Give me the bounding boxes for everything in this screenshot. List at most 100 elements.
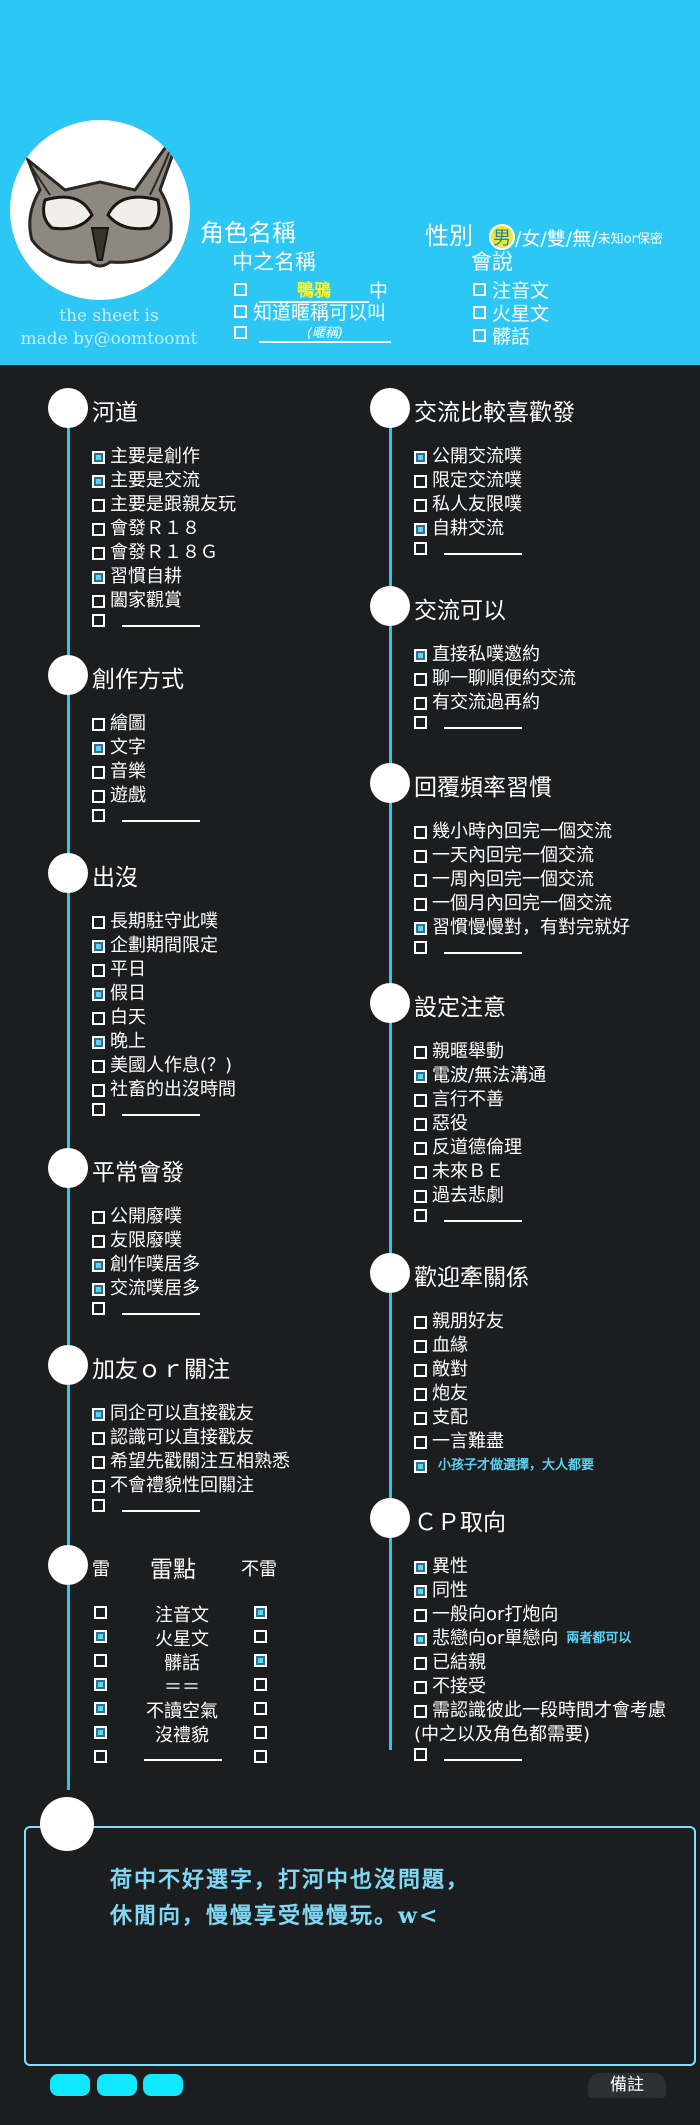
blank-line[interactable]: [444, 1208, 522, 1222]
checkbox[interactable]: [414, 1680, 427, 1694]
blank-line[interactable]: [122, 1498, 200, 1512]
gender-option-male[interactable]: 男: [489, 224, 515, 250]
checkbox[interactable]: [254, 1678, 267, 1691]
checkbox[interactable]: [414, 1584, 427, 1598]
checkbox[interactable]: [92, 1282, 105, 1296]
checkbox[interactable]: [414, 696, 427, 710]
checkbox[interactable]: [254, 1654, 267, 1667]
checkbox[interactable]: [92, 987, 105, 1001]
checkbox[interactable]: [473, 306, 486, 319]
checkbox[interactable]: [92, 1102, 105, 1116]
checkbox[interactable]: [254, 1606, 267, 1619]
checkbox[interactable]: [414, 541, 427, 555]
checkbox[interactable]: [94, 1750, 107, 1763]
checkbox[interactable]: [92, 1431, 105, 1445]
page-pill[interactable]: [143, 2074, 183, 2096]
checkbox[interactable]: [414, 1363, 427, 1377]
blank-line[interactable]: [444, 715, 522, 729]
checkbox[interactable]: [414, 1315, 427, 1329]
checkbox[interactable]: [92, 939, 105, 953]
checkbox[interactable]: [254, 1702, 267, 1715]
checkbox[interactable]: [414, 1632, 427, 1646]
gender-option-unknown[interactable]: 未知or保密: [597, 231, 663, 247]
checkbox[interactable]: [414, 1189, 427, 1203]
checkbox[interactable]: [414, 450, 427, 464]
checkbox[interactable]: [92, 963, 105, 977]
checkbox[interactable]: [254, 1630, 267, 1643]
checkbox[interactable]: [254, 1726, 267, 1739]
checkbox[interactable]: [414, 825, 427, 839]
checkbox[interactable]: [92, 1455, 105, 1469]
checkbox[interactable]: [414, 648, 427, 662]
checkbox[interactable]: [414, 522, 427, 536]
checkbox[interactable]: [94, 1726, 107, 1739]
checkbox[interactable]: [92, 1301, 105, 1315]
checkbox[interactable]: [92, 522, 105, 536]
checkbox[interactable]: [414, 1165, 427, 1179]
gender-option-rest[interactable]: /女/雙/無/: [515, 227, 598, 250]
checkbox[interactable]: [92, 1258, 105, 1272]
checkbox[interactable]: [414, 1560, 427, 1574]
checkbox[interactable]: [92, 1479, 105, 1493]
checkbox[interactable]: [92, 1035, 105, 1049]
checkbox[interactable]: [414, 672, 427, 686]
blank-line[interactable]: [122, 808, 200, 822]
checkbox[interactable]: [92, 808, 105, 822]
blank-line[interactable]: [122, 613, 200, 627]
mid-nick-field[interactable]: (暱稱): [259, 322, 391, 343]
checkbox[interactable]: [414, 1208, 427, 1222]
checkbox[interactable]: [92, 1011, 105, 1025]
checkbox[interactable]: [92, 1498, 105, 1512]
checkbox[interactable]: [94, 1678, 107, 1691]
checkbox[interactable]: [414, 849, 427, 863]
checkbox[interactable]: [92, 765, 105, 779]
blank-line[interactable]: [144, 1747, 222, 1761]
checkbox[interactable]: [414, 921, 427, 935]
checkbox[interactable]: [234, 326, 247, 339]
blank-line[interactable]: [444, 940, 522, 954]
checkbox[interactable]: [92, 1210, 105, 1224]
checkbox[interactable]: [94, 1702, 107, 1715]
page-pill[interactable]: [97, 2074, 137, 2096]
blank-line[interactable]: [122, 1102, 200, 1116]
checkbox[interactable]: [414, 474, 427, 488]
checkbox[interactable]: [92, 613, 105, 627]
checkbox[interactable]: [92, 789, 105, 803]
checkbox[interactable]: [92, 546, 105, 560]
checkbox[interactable]: [94, 1606, 107, 1619]
checkbox[interactable]: [94, 1654, 107, 1667]
checkbox[interactable]: [414, 1459, 427, 1473]
checkbox[interactable]: [92, 1083, 105, 1097]
checkbox[interactable]: [414, 715, 427, 729]
blank-line[interactable]: [122, 1301, 200, 1315]
tab-remark[interactable]: 備註: [588, 2073, 666, 2098]
checkbox[interactable]: [414, 498, 427, 512]
checkbox[interactable]: [414, 1656, 427, 1670]
checkbox[interactable]: [414, 1045, 427, 1059]
checkbox[interactable]: [92, 717, 105, 731]
checkbox[interactable]: [94, 1630, 107, 1643]
checkbox[interactable]: [92, 1234, 105, 1248]
blank-line[interactable]: [444, 1747, 522, 1761]
checkbox[interactable]: [414, 1117, 427, 1131]
checkbox[interactable]: [414, 1608, 427, 1622]
checkbox[interactable]: [414, 873, 427, 887]
checkbox[interactable]: [473, 283, 486, 296]
checkbox[interactable]: [414, 1141, 427, 1155]
checkbox[interactable]: [414, 1411, 427, 1425]
checkbox[interactable]: [414, 1747, 427, 1761]
checkbox[interactable]: [473, 329, 486, 342]
checkbox[interactable]: [414, 1339, 427, 1353]
checkbox[interactable]: [414, 1387, 427, 1401]
checkbox[interactable]: [92, 570, 105, 584]
mid-name-value[interactable]: 鴨鴉: [259, 276, 369, 303]
checkbox[interactable]: [234, 305, 247, 318]
checkbox[interactable]: [414, 1704, 427, 1718]
checkbox[interactable]: [92, 915, 105, 929]
page-pill[interactable]: [50, 2074, 90, 2096]
checkbox[interactable]: [414, 940, 427, 954]
checkbox[interactable]: [92, 498, 105, 512]
checkbox[interactable]: [92, 1407, 105, 1421]
checkbox[interactable]: [234, 283, 247, 296]
checkbox[interactable]: [414, 1093, 427, 1107]
